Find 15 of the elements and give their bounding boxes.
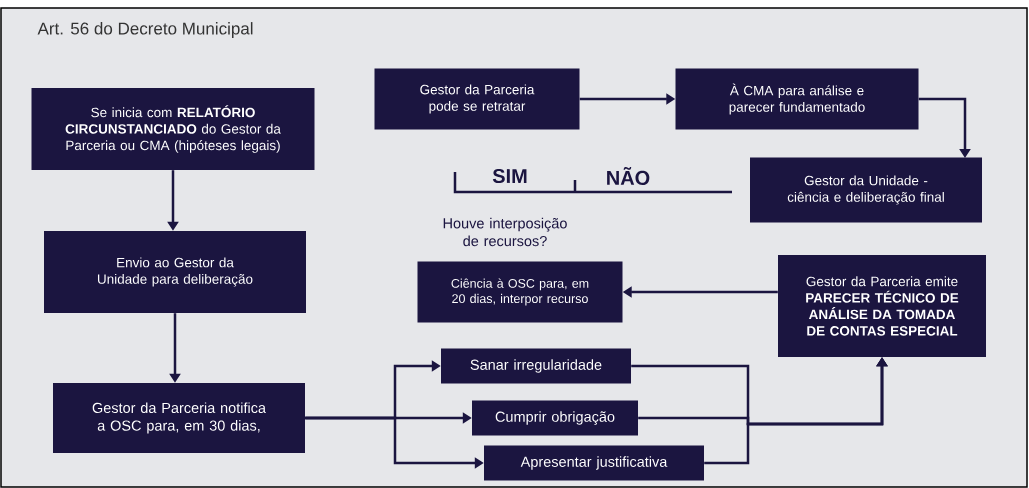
process-box: Sanar irregularidade bbox=[441, 348, 631, 384]
process-box: Ciência à OSC para, em 20 dias, interpor recurso bbox=[417, 261, 623, 323]
process-box: Apresentar justificativa bbox=[484, 445, 704, 481]
process-box: Gestor da Parceria notifica a OSC para, em 30 dias, bbox=[53, 383, 305, 453]
process-box: Gestor da Parceria emite PARECER TÉCNICO DE ANÁLISE DA TOMADA DE CONTAS ESPECIAL bbox=[778, 255, 986, 357]
branch-label: SIM bbox=[492, 168, 527, 184]
question-text: Houve interposição de recursos? bbox=[443, 217, 567, 247]
process-box: Envio ao Gestor da Unidade para deliberação bbox=[44, 231, 306, 313]
process-box: À CMA para análise e parecer fundamentado bbox=[675, 68, 919, 130]
process-box: Gestor da Unidade - ciência e deliberação final bbox=[750, 157, 982, 223]
branch-label: NÃO bbox=[607, 167, 650, 185]
title: Art. 56 do Decreto Municipal bbox=[37, 22, 253, 38]
process-box: Se inicia com RELATÓRIO CIRCUNSTANCIADO do Gestor da Parceria ou CMA (hipóteses legais) bbox=[31, 88, 315, 170]
process-box: Gestor da Parceria pode se retratar bbox=[374, 68, 580, 130]
process-box: Cumprir obrigação bbox=[472, 400, 638, 436]
